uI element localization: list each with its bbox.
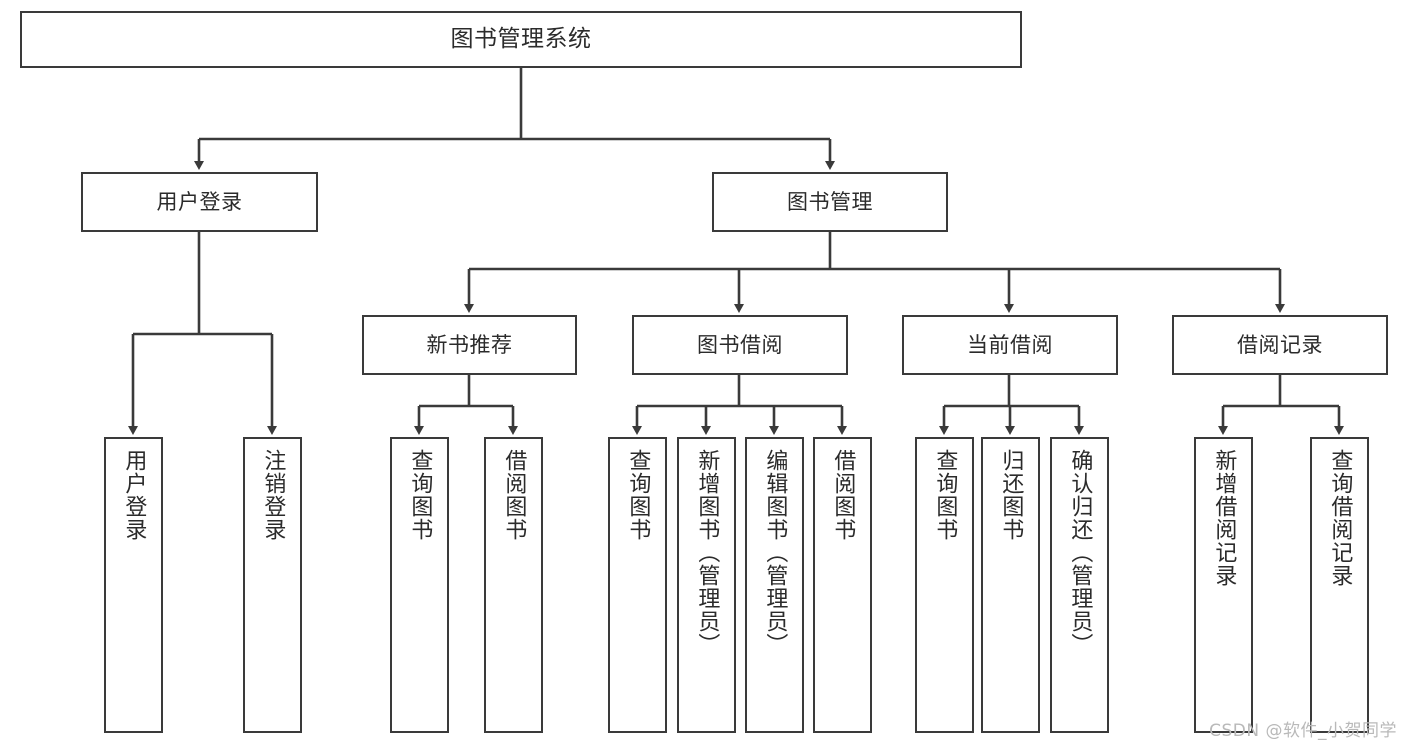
node-leaf-user-logout[interactable]: 注销登录: [243, 437, 302, 733]
node-leaf-borrow-book-1[interactable]: 借阅图书: [484, 437, 543, 733]
node-leaf-edit-book[interactable]: 编辑图书（管理员）: [745, 437, 804, 733]
node-leaf-query-book-2[interactable]: 查询图书: [608, 437, 667, 733]
node-book-manage[interactable]: 图书管理: [712, 172, 948, 232]
node-book-borrow[interactable]: 图书借阅: [632, 315, 848, 375]
node-leaf-add-book[interactable]: 新增图书（管理员）: [677, 437, 736, 733]
node-leaf-return-book[interactable]: 归还图书: [981, 437, 1040, 733]
node-leaf-edit-book-label: 编辑图书（管理员）: [762, 449, 788, 656]
node-leaf-user-login[interactable]: 用户登录: [104, 437, 163, 733]
node-leaf-query-book-3[interactable]: 查询图书: [915, 437, 974, 733]
node-root[interactable]: 图书管理系统: [20, 11, 1022, 68]
node-leaf-query-record-label: 查询借阅记录: [1327, 449, 1353, 587]
node-leaf-add-book-label: 新增图书（管理员）: [694, 449, 720, 656]
watermark: CSDN @软件_小贺同学: [1209, 721, 1397, 741]
node-current-borrow-label: 当前借阅: [967, 332, 1053, 357]
node-leaf-query-book-1-label: 查询图书: [407, 449, 433, 541]
node-leaf-add-record[interactable]: 新增借阅记录: [1194, 437, 1253, 733]
node-leaf-confirm-return[interactable]: 确认归还（管理员）: [1050, 437, 1109, 733]
node-leaf-return-book-label: 归还图书: [998, 449, 1024, 541]
node-new-book-recommend[interactable]: 新书推荐: [362, 315, 577, 375]
node-leaf-query-book-3-label: 查询图书: [932, 449, 958, 541]
node-leaf-confirm-return-label: 确认归还（管理员）: [1067, 449, 1093, 656]
node-leaf-add-record-label: 新增借阅记录: [1211, 449, 1237, 587]
node-user-login[interactable]: 用户登录: [81, 172, 318, 232]
node-leaf-borrow-book-2-label: 借阅图书: [830, 449, 856, 541]
node-new-book-recommend-label: 新书推荐: [426, 332, 513, 357]
node-leaf-borrow-book-2[interactable]: 借阅图书: [813, 437, 872, 733]
node-borrow-record[interactable]: 借阅记录: [1172, 315, 1388, 375]
node-book-manage-label: 图书管理: [787, 189, 873, 214]
node-current-borrow[interactable]: 当前借阅: [902, 315, 1118, 375]
node-leaf-query-book-1[interactable]: 查询图书: [390, 437, 449, 733]
node-book-borrow-label: 图书借阅: [697, 332, 783, 357]
node-leaf-query-book-2-label: 查询图书: [625, 449, 651, 541]
node-leaf-borrow-book-1-label: 借阅图书: [501, 449, 527, 541]
node-user-login-label: 用户登录: [156, 189, 243, 214]
node-root-label: 图书管理系统: [450, 25, 592, 52]
node-borrow-record-label: 借阅记录: [1237, 332, 1323, 357]
node-leaf-query-record[interactable]: 查询借阅记录: [1310, 437, 1369, 733]
node-leaf-user-login-label: 用户登录: [121, 449, 147, 541]
node-leaf-user-logout-label: 注销登录: [260, 449, 286, 541]
